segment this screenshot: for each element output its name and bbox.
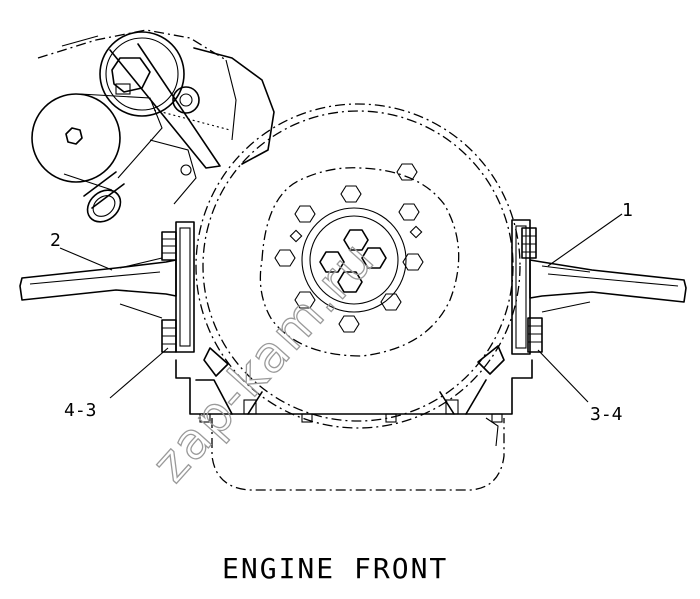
- right-upper-bolt: [521, 227, 537, 259]
- leader-part2: [59, 247, 113, 271]
- leader-right-bolts: [537, 349, 589, 403]
- damper-outer-ring: [195, 103, 521, 429]
- left-mount-plate: [175, 221, 195, 353]
- callout-label-right-bolts: 3-4: [590, 404, 623, 425]
- oil-pan: [175, 345, 533, 491]
- callout-label-part1: 1: [622, 200, 633, 221]
- callout-leaders: [59, 213, 623, 403]
- crankshaft-damper: [195, 103, 521, 429]
- right-mount-bracket: [511, 219, 687, 355]
- accessory-drive: [31, 29, 275, 223]
- callout-label-part2: 2: [50, 230, 61, 251]
- watermark: zap-kam.ru: [141, 230, 386, 493]
- idler-pulley: [172, 86, 200, 114]
- alternator: [31, 93, 121, 183]
- hub-bolt-circle: [301, 207, 407, 313]
- hose-end: [86, 189, 122, 223]
- diagram-caption: ENGINE FRONT: [222, 552, 448, 585]
- alternator-nut-icon: [65, 127, 83, 145]
- upper-pulley: [99, 31, 185, 117]
- leader-part1: [547, 213, 623, 267]
- left-mount-bracket: [19, 221, 195, 353]
- right-lower-bolt: [527, 317, 543, 353]
- leader-left-bolts: [109, 347, 169, 399]
- callout-label-left-bolts: 4-3: [64, 400, 97, 421]
